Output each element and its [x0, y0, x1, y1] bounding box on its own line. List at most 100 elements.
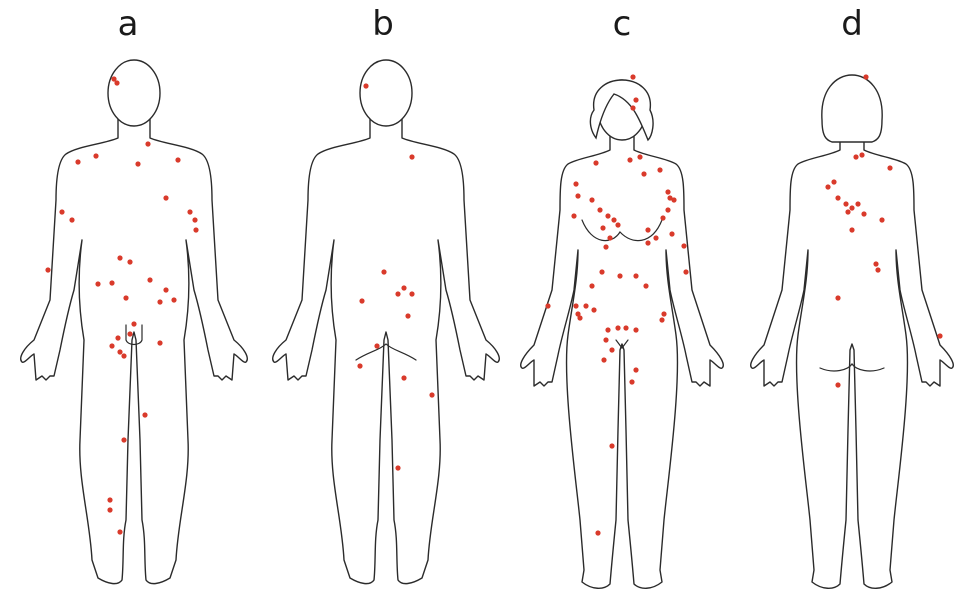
lesion-marker-c: [633, 367, 638, 372]
lesion-marker-d: [875, 267, 880, 272]
lesion-marker-c: [633, 327, 638, 332]
lesion-marker-c: [545, 303, 550, 308]
lesion-marker-a: [117, 529, 122, 534]
lesion-marker-c: [627, 157, 632, 162]
lesion-marker-d: [879, 217, 884, 222]
lesion-marker-b: [359, 298, 364, 303]
lesion-marker-c: [629, 379, 634, 384]
lesion-marker-c: [633, 97, 638, 102]
lesion-marker-b: [401, 375, 406, 380]
lesion-marker-c: [573, 181, 578, 186]
lesion-marker-a: [163, 195, 168, 200]
figure-female-back: [751, 75, 954, 588]
lesion-marker-c: [611, 217, 616, 222]
female-front-body-outline: [521, 134, 724, 588]
lesion-marker-c: [665, 189, 670, 194]
lesion-marker-a: [123, 295, 128, 300]
lesion-marker-c: [605, 213, 610, 218]
lesion-marker-b: [401, 285, 406, 290]
lesion-marker-c: [641, 171, 646, 176]
lesion-marker-c: [615, 325, 620, 330]
lesion-marker-c: [615, 222, 620, 227]
lesion-marker-a: [157, 299, 162, 304]
lesion-marker-c: [575, 193, 580, 198]
lesion-marker-d: [863, 74, 868, 79]
lesion-marker-d: [873, 261, 878, 266]
lesion-marker-d: [849, 205, 854, 210]
male-front-body-outline: [21, 119, 248, 584]
lesion-marker-b: [409, 154, 414, 159]
lesion-marker-a: [193, 227, 198, 232]
male-back-head: [360, 60, 412, 126]
lesion-marker-c: [637, 154, 642, 159]
lesion-marker-c: [571, 213, 576, 218]
lesion-marker-c: [669, 231, 674, 236]
lesion-marker-c: [661, 311, 666, 316]
lesion-marker-c: [597, 207, 602, 212]
lesion-marker-c: [681, 243, 686, 248]
lesion-marker-c: [573, 303, 578, 308]
lesion-marker-a: [187, 209, 192, 214]
lesion-marker-b: [374, 343, 379, 348]
lesion-marker-b: [395, 465, 400, 470]
lesion-marker-a: [157, 340, 162, 345]
lesion-marker-a: [147, 277, 152, 282]
lesion-marker-c: [645, 227, 650, 232]
lesion-marker-d: [937, 333, 942, 338]
lesion-marker-a: [107, 497, 112, 502]
lesion-marker-d: [849, 227, 854, 232]
lesion-marker-c: [605, 327, 610, 332]
lesion-marker-c: [589, 283, 594, 288]
female-back-body-outline: [751, 134, 954, 588]
lesion-marker-a: [131, 321, 136, 326]
lesion-marker-c: [617, 273, 622, 278]
lesion-marker-c: [683, 269, 688, 274]
lesion-marker-d: [887, 165, 892, 170]
lesion-marker-a: [107, 507, 112, 512]
lesion-marker-c: [589, 197, 594, 202]
figure-female-front: [521, 80, 724, 588]
lesion-marker-a: [95, 281, 100, 286]
lesion-marker-c: [657, 167, 662, 172]
lesion-marker-c: [607, 235, 612, 240]
lesion-marker-d: [831, 179, 836, 184]
lesion-marker-a: [75, 159, 80, 164]
figure-male-back: [273, 60, 500, 584]
male-front-head: [108, 60, 160, 126]
lesion-marker-c: [609, 347, 614, 352]
lesion-marker-a: [127, 259, 132, 264]
lesion-marker-d: [835, 295, 840, 300]
lesion-marker-c: [630, 74, 635, 79]
lesion-marker-a: [117, 349, 122, 354]
lesion-marker-d: [855, 201, 860, 206]
lesion-marker-b: [357, 363, 362, 368]
lesion-marker-d: [843, 201, 848, 206]
lesion-marker-d: [845, 209, 850, 214]
lesion-marker-d: [861, 211, 866, 216]
lesion-marker-a: [109, 280, 114, 285]
lesion-marker-c: [623, 325, 628, 330]
lesion-marker-a: [109, 343, 114, 348]
lesion-marker-a: [171, 297, 176, 302]
lesion-marker-c: [601, 357, 606, 362]
lesion-marker-a: [192, 217, 197, 222]
lesion-marker-a: [45, 267, 50, 272]
lesion-marker-a: [121, 353, 126, 358]
lesion-marker-c: [577, 315, 582, 320]
lesion-marker-b: [381, 269, 386, 274]
lesion-marker-c: [599, 269, 604, 274]
lesion-marker-c: [593, 160, 598, 165]
lesion-marker-c: [603, 244, 608, 249]
lesion-marker-a: [127, 331, 132, 336]
lesion-marker-a: [175, 157, 180, 162]
lesion-marker-a: [69, 217, 74, 222]
lesion-marker-d: [835, 195, 840, 200]
lesion-marker-c: [671, 197, 676, 202]
lesion-marker-c: [603, 337, 608, 342]
lesion-marker-a: [135, 161, 140, 166]
lesion-marker-b: [395, 291, 400, 296]
lesion-marker-c: [659, 317, 664, 322]
lesion-marker-a: [117, 255, 122, 260]
lesion-marker-a: [114, 80, 119, 85]
